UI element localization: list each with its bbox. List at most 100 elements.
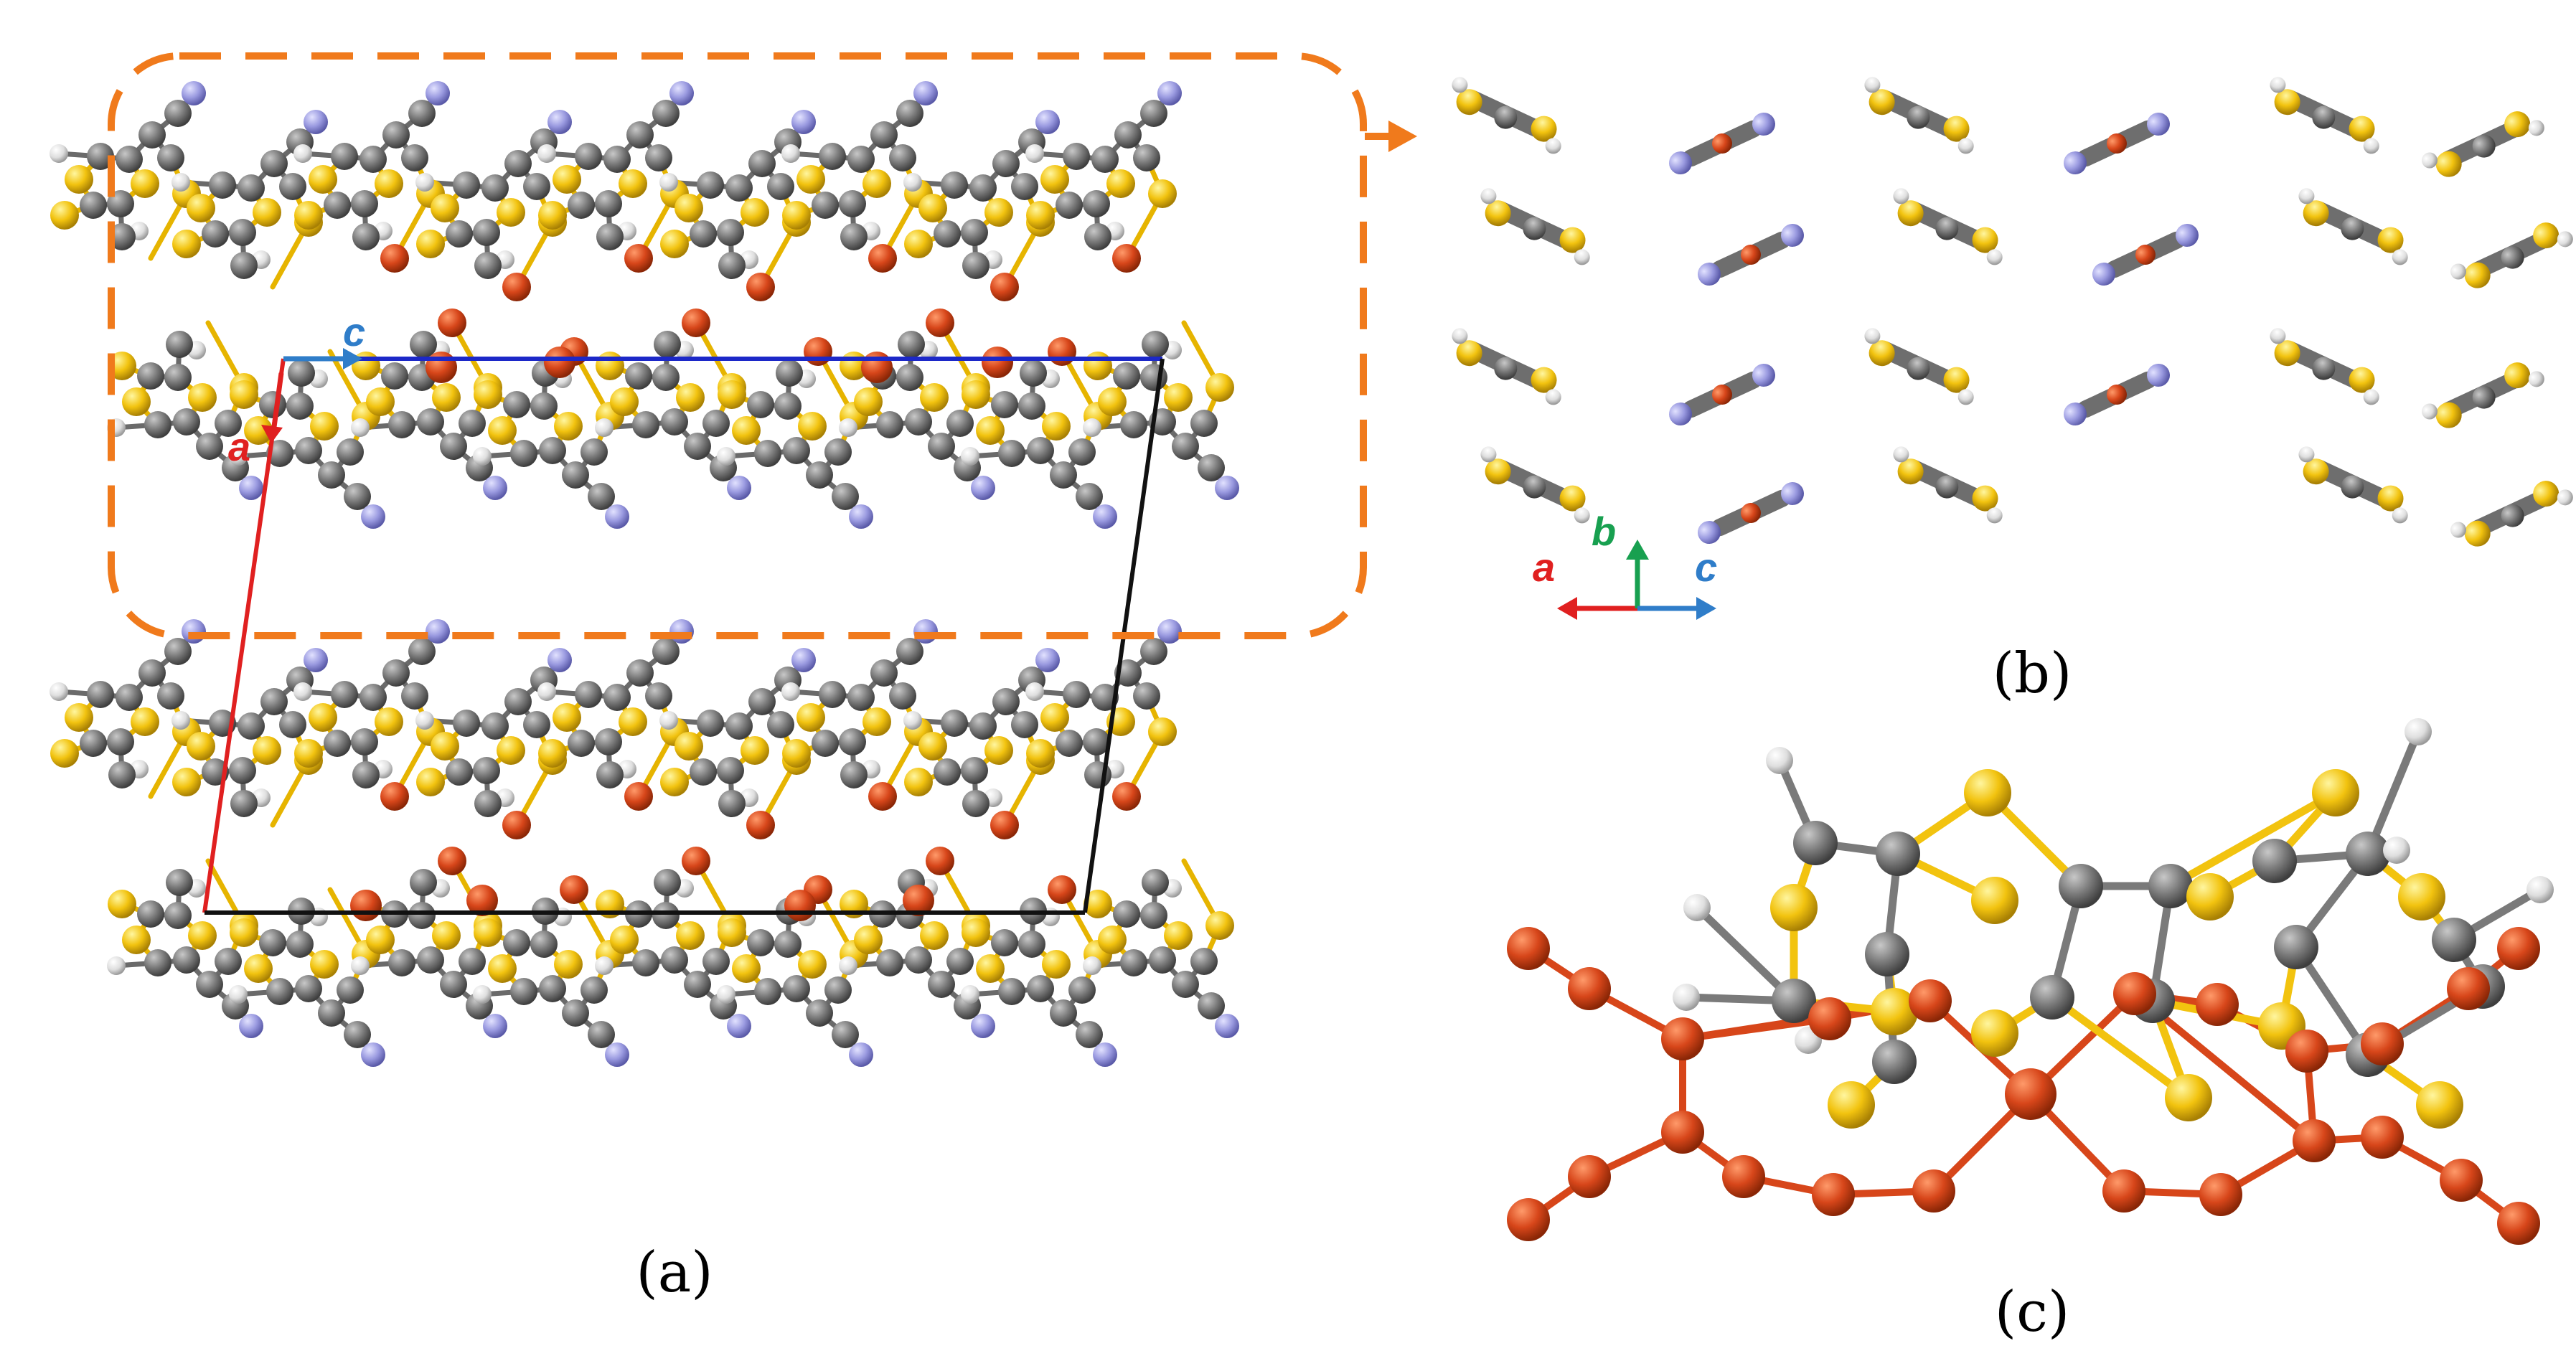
carbon-atom [870, 659, 898, 687]
hydrogen-atom [2528, 371, 2544, 387]
sulfur-atom [920, 383, 949, 412]
sulfur-atom [553, 703, 581, 732]
carbon-atom [840, 761, 868, 788]
iron-atom [868, 782, 897, 811]
carbon-atom [1907, 357, 1930, 380]
carbon-atom [1142, 869, 1169, 896]
carbon-atom [459, 948, 486, 975]
iron-atom [2447, 967, 2490, 1010]
carbon-atom [652, 100, 680, 127]
carbon-atom [359, 684, 387, 711]
carbon-atom [473, 219, 500, 246]
nitrogen-atom [304, 648, 328, 672]
carbon-atom [819, 143, 846, 170]
carbon-atom [530, 392, 558, 420]
sulfur-atom [1897, 200, 1924, 227]
carbon-atom [896, 100, 923, 127]
iron-atom [1112, 244, 1141, 273]
sulfur-atom [1026, 201, 1055, 230]
carbon-atom [889, 144, 916, 171]
carbon-atom [279, 711, 306, 738]
hydrogen-atom [1574, 249, 1590, 265]
carbon-atom [2148, 864, 2193, 908]
carbon-atom [812, 192, 839, 219]
sulfur-atom [1972, 227, 1998, 253]
nitrogen-atom [971, 476, 995, 500]
sulfur-atom [674, 732, 703, 761]
carbon-atom [568, 730, 595, 757]
carbon-atom [1872, 1040, 1917, 1084]
hydrogen-atom [1986, 507, 2003, 524]
carbon-atom [2312, 105, 2336, 129]
iron-atom [804, 337, 832, 366]
hydrogen-atom [1893, 446, 1909, 463]
sulfur-atom [253, 198, 281, 227]
sulfur-atom [1164, 921, 1193, 950]
sulfur-atom [188, 383, 217, 412]
carbon-atom [1027, 437, 1054, 464]
carbon-atom [1068, 976, 1096, 1004]
anion-stack-molecule [1668, 112, 1776, 175]
iron-atom [2102, 1169, 2145, 1213]
carbon-atom [898, 331, 925, 358]
carbon-atom [2341, 217, 2364, 240]
carbon-atom [1084, 223, 1111, 250]
carbon-atom [2059, 864, 2103, 908]
hydrogen-atom [2557, 231, 2573, 248]
sulfur-atom [131, 169, 159, 198]
sulfur-atom [1943, 367, 1970, 393]
crystal-axes-icon: a b c [1533, 509, 1717, 620]
carbon-atom [196, 433, 223, 460]
carbon-atom [2432, 918, 2476, 962]
iron-atom [1048, 875, 1076, 904]
carbon-atom [1083, 190, 1110, 217]
sulfur-atom [732, 954, 761, 983]
hydrogen-atom [1083, 956, 1101, 975]
hydrogen-atom [171, 711, 190, 730]
sulfur-atom [497, 736, 525, 765]
axis-label-a-b: a [1533, 545, 1555, 590]
hydrogen-atom [1766, 747, 1793, 774]
carbon-atom [596, 761, 624, 788]
nitrogen-atom [1215, 1014, 1239, 1038]
carbon-atom [652, 902, 680, 929]
nitrogen-atom [669, 81, 694, 105]
sulfur-atom [1106, 169, 1135, 198]
carbon-atom [344, 483, 371, 510]
hydrogen-atom [595, 956, 614, 975]
carbon-atom [157, 682, 184, 710]
carbon-atom [87, 143, 114, 170]
carbon-atom [1523, 217, 1546, 240]
carbon-atom [961, 219, 988, 246]
carbon-atom [562, 999, 589, 1027]
iron-atom [926, 309, 954, 337]
carbon-atom [595, 728, 622, 755]
sulfur-atom [474, 380, 502, 409]
sulfur-atom [1943, 116, 1970, 142]
carbon-atom [1907, 105, 1930, 129]
carbon-atom [382, 659, 410, 687]
carbon-atom [717, 219, 744, 246]
axis-label-c: c [343, 309, 365, 354]
carbon-atom [998, 440, 1025, 467]
hydrogen-atom [1683, 894, 1711, 921]
nitrogen-atom [1781, 223, 1805, 247]
carbon-atom [2252, 839, 2297, 883]
nitrogen-atom [2176, 223, 2199, 247]
sulfur-atom [920, 921, 949, 950]
sulfur-atom [187, 194, 215, 222]
carbon-atom [1114, 121, 1142, 149]
carbon-atom [324, 192, 351, 219]
carbon-atom [1068, 438, 1096, 466]
sulfur-atom [718, 380, 746, 409]
iron-atom [784, 890, 816, 921]
nitrogen-atom [2092, 263, 2115, 286]
carbon-atom [1120, 949, 1147, 976]
iron-atom [1909, 979, 1952, 1022]
sulfur-atom [488, 954, 517, 983]
iron-atom [350, 890, 382, 921]
carbon-atom [1113, 362, 1140, 390]
sulfur-atom [488, 416, 517, 445]
carbon-atom [382, 121, 410, 149]
sulfur-atom [796, 703, 825, 732]
